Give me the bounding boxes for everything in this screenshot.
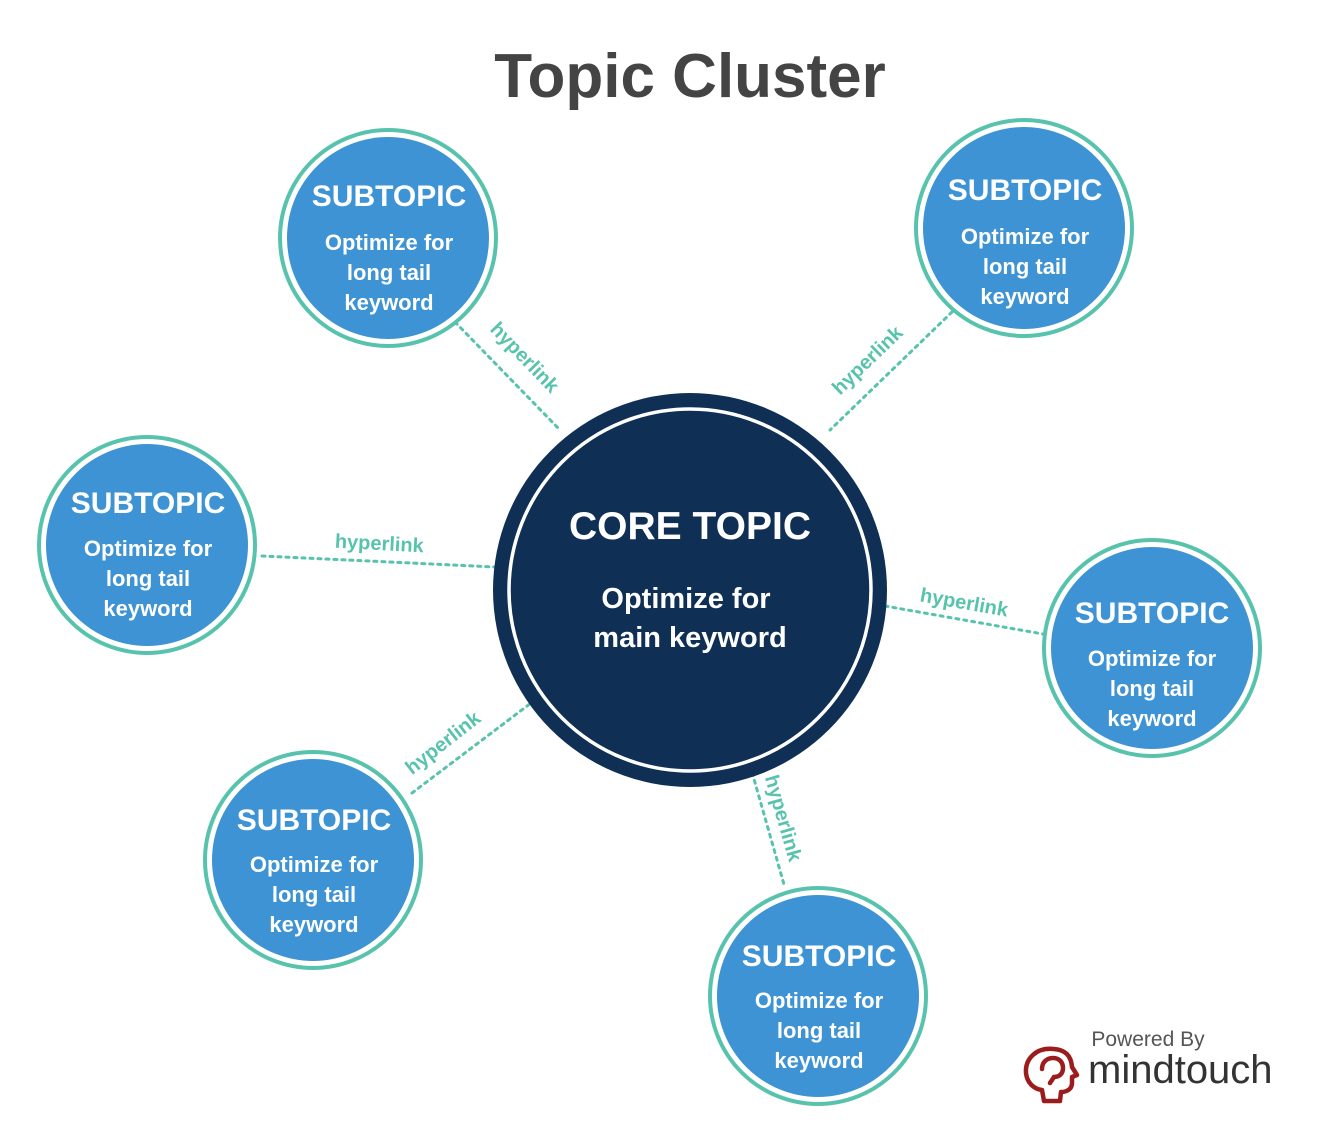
subtopic-line1: Optimize for (961, 224, 1090, 249)
subtopic-line3: keyword (1107, 706, 1196, 731)
subtopic-line2: long tail (777, 1018, 861, 1043)
connector-bottom-left (410, 698, 537, 795)
subtopic-node-right: SUBTOPIC Optimize for long tail keyword (1042, 538, 1262, 758)
subtopic-heading: SUBTOPIC (71, 487, 225, 520)
subtopic-line3: keyword (980, 284, 1069, 309)
subtopic-heading: SUBTOPIC (237, 804, 391, 837)
connectors (260, 310, 1045, 890)
subtopic-node-bottom-left: SUBTOPIC Optimize for long tail keyword (203, 750, 423, 970)
subtopic-node-top-left: SUBTOPIC Optimize for long tail keyword (278, 128, 498, 348)
connector-left (260, 554, 497, 569)
subtopic-heading: SUBTOPIC (742, 940, 896, 973)
subtopic-line2: long tail (106, 566, 190, 591)
subtopic-heading: SUBTOPIC (312, 180, 466, 213)
connector-top-right (828, 310, 954, 432)
subtopic-line1: Optimize for (325, 230, 454, 255)
subtopic-line1: Optimize for (250, 852, 379, 877)
subtopic-node-left: SUBTOPIC Optimize for long tail keyword (37, 435, 257, 655)
subtopic-line1: Optimize for (1088, 646, 1217, 671)
subtopic-heading: SUBTOPIC (948, 174, 1102, 207)
link-label-left: hyperlink (334, 531, 425, 558)
subtopic-line2: long tail (983, 254, 1067, 279)
mindtouch-brand: mindtouch (1088, 1048, 1273, 1092)
link-label-top-right: hyperlink (828, 321, 908, 399)
subtopic-node-top-right: SUBTOPIC Optimize for long tail keyword (914, 118, 1134, 338)
connector-top-left (453, 320, 562, 432)
subtopic-line3: keyword (269, 912, 358, 937)
connector-bottom (748, 763, 787, 890)
core-topic-node: CORE TOPIC Optimize for main keyword (493, 393, 887, 787)
core-topic-line2: main keyword (593, 622, 786, 654)
subtopic-line3: keyword (344, 290, 433, 315)
link-label-right: hyperlink (918, 585, 1010, 622)
connector-right (883, 604, 1045, 636)
subtopic-line2: long tail (272, 882, 356, 907)
subtopic-line1: Optimize for (755, 988, 884, 1013)
link-label-top-left: hyperlink (486, 318, 564, 398)
subtopic-line1: Optimize for (84, 536, 213, 561)
mindtouch-head-logo-icon (1023, 1046, 1080, 1104)
core-topic-heading: CORE TOPIC (569, 505, 811, 548)
powered-by-label: Powered By (1091, 1028, 1205, 1051)
subtopic-heading: SUBTOPIC (1075, 597, 1229, 630)
subtopic-line3: keyword (103, 596, 192, 621)
subtopic-line2: long tail (1110, 676, 1194, 701)
powered-by-footer: Powered By mindtouch (1023, 1028, 1273, 1104)
core-topic-line1: Optimize for (601, 583, 770, 615)
subtopic-line3: keyword (774, 1048, 863, 1073)
page-title: Topic Cluster (494, 42, 886, 111)
subtopic-node-bottom: SUBTOPIC Optimize for long tail keyword (708, 886, 928, 1106)
subtopic-line2: long tail (347, 260, 431, 285)
